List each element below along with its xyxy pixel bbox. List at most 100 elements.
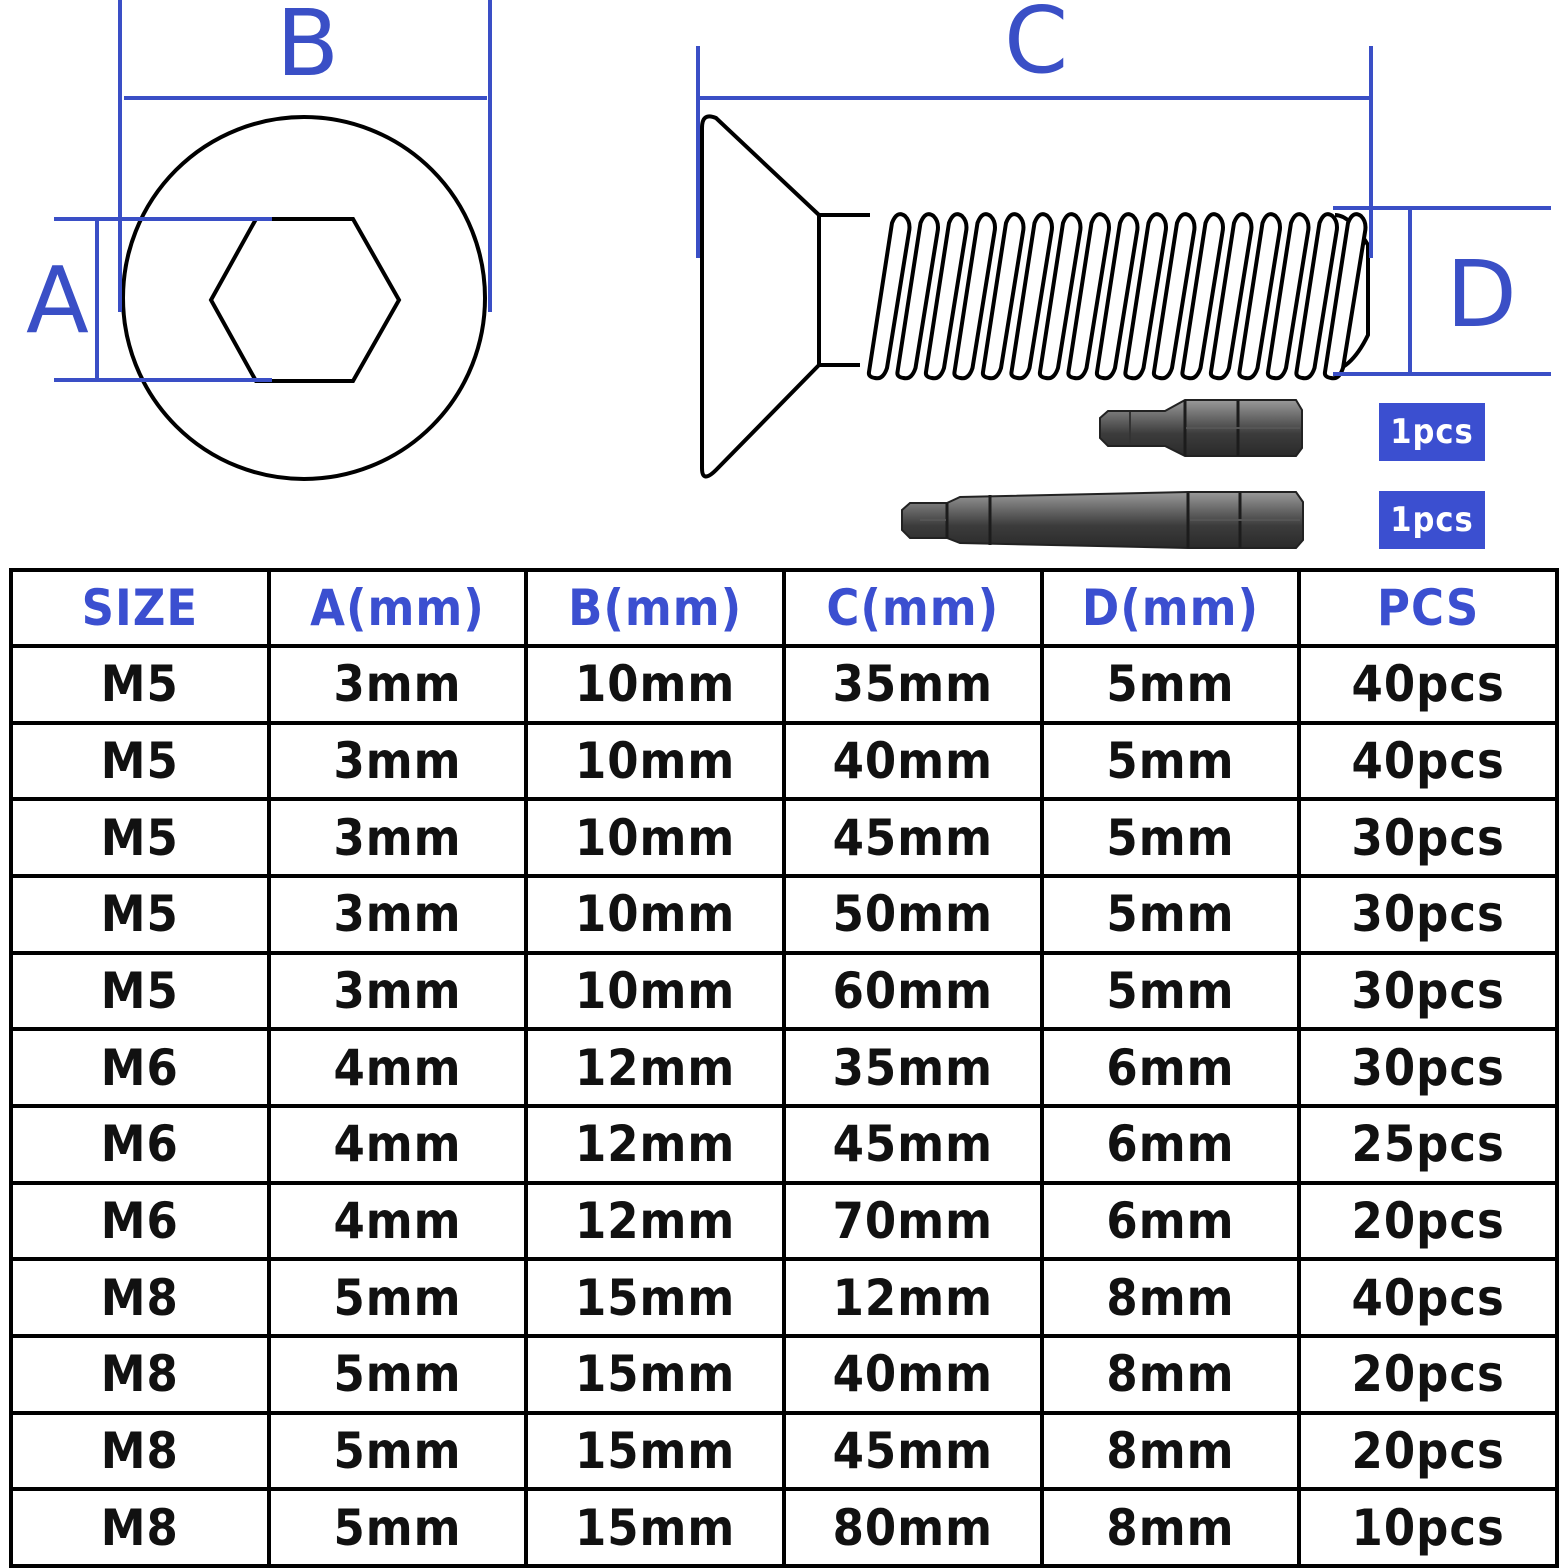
cell-c-mm: 60mm bbox=[781, 950, 1044, 1032]
cell-d-mm: 6mm bbox=[1039, 1103, 1302, 1185]
cell-size: M8 bbox=[9, 1410, 271, 1492]
cell-d-mm: 8mm bbox=[1039, 1257, 1302, 1338]
cell-d-mm: 8mm bbox=[1039, 1333, 1302, 1415]
cell-c-mm: 35mm bbox=[781, 1027, 1044, 1108]
header-b-mm: B(mm) bbox=[524, 568, 786, 648]
thread-crest bbox=[866, 212, 912, 381]
cell-b-mm: 10mm bbox=[524, 873, 786, 955]
cell-b-mm: 12mm bbox=[524, 1027, 786, 1108]
header-pcs: PCS bbox=[1297, 568, 1559, 648]
long-bit-quantity-badge: 1pcs bbox=[1379, 491, 1485, 549]
cell-c-mm: 45mm bbox=[781, 1410, 1044, 1492]
screw-dimension-diagram: A B C D bbox=[26, 0, 1551, 549]
cell-b-mm: 10mm bbox=[524, 720, 786, 802]
cell-pcs: 30pcs bbox=[1297, 797, 1559, 878]
cell-a-mm: 3mm bbox=[266, 720, 529, 802]
cell-a-mm: 5mm bbox=[266, 1333, 529, 1415]
cell-d-mm: 6mm bbox=[1039, 1180, 1302, 1262]
thread-crest bbox=[1180, 212, 1225, 381]
cell-size: M8 bbox=[9, 1487, 271, 1568]
thread-crest bbox=[1123, 212, 1168, 381]
thread-crest bbox=[1009, 212, 1054, 381]
cell-pcs: 20pcs bbox=[1297, 1333, 1559, 1415]
cell-d-mm: 8mm bbox=[1039, 1410, 1302, 1492]
cell-d-mm: 8mm bbox=[1039, 1487, 1302, 1568]
cell-b-mm: 15mm bbox=[524, 1487, 786, 1568]
dimension-b-label: B bbox=[276, 0, 339, 97]
cell-a-mm: 3mm bbox=[266, 873, 529, 955]
thread-crest bbox=[1151, 212, 1197, 381]
cell-c-mm: 50mm bbox=[781, 873, 1044, 955]
cell-b-mm: 12mm bbox=[524, 1180, 786, 1262]
thread-crest bbox=[1066, 212, 1111, 381]
dimension-a bbox=[54, 217, 272, 382]
cell-a-mm: 5mm bbox=[266, 1257, 529, 1338]
cell-b-mm: 10mm bbox=[524, 950, 786, 1032]
cell-b-mm: 10mm bbox=[524, 644, 786, 725]
short-hex-bit-image bbox=[1099, 399, 1303, 457]
cell-a-mm: 4mm bbox=[266, 1027, 529, 1108]
thread-crest bbox=[895, 212, 940, 381]
cell-c-mm: 35mm bbox=[781, 644, 1044, 725]
thread-crest bbox=[1237, 212, 1282, 381]
dimension-b bbox=[118, 0, 492, 312]
cell-a-mm: 4mm bbox=[266, 1180, 529, 1262]
cell-b-mm: 12mm bbox=[524, 1103, 786, 1185]
short-bit-quantity-badge: 1pcs bbox=[1379, 403, 1485, 461]
cell-pcs: 40pcs bbox=[1297, 1257, 1559, 1338]
thread-crest bbox=[1294, 212, 1339, 381]
dimension-c bbox=[696, 46, 1373, 258]
cell-a-mm: 4mm bbox=[266, 1103, 529, 1185]
cell-pcs: 20pcs bbox=[1297, 1410, 1559, 1492]
cell-c-mm: 45mm bbox=[781, 797, 1044, 878]
cell-c-mm: 12mm bbox=[781, 1257, 1044, 1338]
cell-size: M5 bbox=[9, 644, 271, 725]
cell-b-mm: 10mm bbox=[524, 797, 786, 878]
cell-pcs: 40pcs bbox=[1297, 720, 1559, 802]
thread-crest bbox=[1265, 212, 1311, 381]
cell-a-mm: 3mm bbox=[266, 950, 529, 1032]
cell-b-mm: 15mm bbox=[524, 1257, 786, 1338]
cell-a-mm: 5mm bbox=[266, 1410, 529, 1492]
cell-d-mm: 5mm bbox=[1039, 720, 1302, 802]
cell-size: M6 bbox=[9, 1180, 271, 1262]
screw-side-view bbox=[700, 114, 1370, 479]
thread-crest bbox=[923, 212, 969, 381]
cell-d-mm: 5mm bbox=[1039, 950, 1302, 1032]
cell-pcs: 30pcs bbox=[1297, 950, 1559, 1032]
cell-pcs: 40pcs bbox=[1297, 644, 1559, 725]
header-c-mm: C(mm) bbox=[781, 568, 1044, 648]
countersunk-head bbox=[700, 114, 821, 479]
thread-crest bbox=[1322, 212, 1368, 381]
cell-b-mm: 15mm bbox=[524, 1333, 786, 1415]
thread-crest bbox=[1037, 212, 1083, 381]
cell-c-mm: 40mm bbox=[781, 720, 1044, 802]
dimension-c-label: C bbox=[1004, 0, 1068, 94]
thread-crest bbox=[980, 212, 1026, 381]
cell-d-mm: 5mm bbox=[1039, 873, 1302, 955]
header-d-mm: D(mm) bbox=[1039, 568, 1302, 648]
cell-d-mm: 6mm bbox=[1039, 1027, 1302, 1108]
long-hex-bit-image bbox=[901, 491, 1304, 549]
cell-size: M6 bbox=[9, 1103, 271, 1185]
header-size: SIZE bbox=[9, 568, 271, 648]
cell-c-mm: 80mm bbox=[781, 1487, 1044, 1568]
hex-socket-outline bbox=[208, 217, 402, 383]
screw-head-top-view bbox=[121, 115, 487, 481]
cell-a-mm: 3mm bbox=[266, 644, 529, 725]
cell-pcs: 25pcs bbox=[1297, 1103, 1559, 1185]
cell-size: M8 bbox=[9, 1333, 271, 1415]
cell-c-mm: 70mm bbox=[781, 1180, 1044, 1262]
dimension-d bbox=[1333, 206, 1551, 376]
thread-crest bbox=[1208, 212, 1254, 381]
